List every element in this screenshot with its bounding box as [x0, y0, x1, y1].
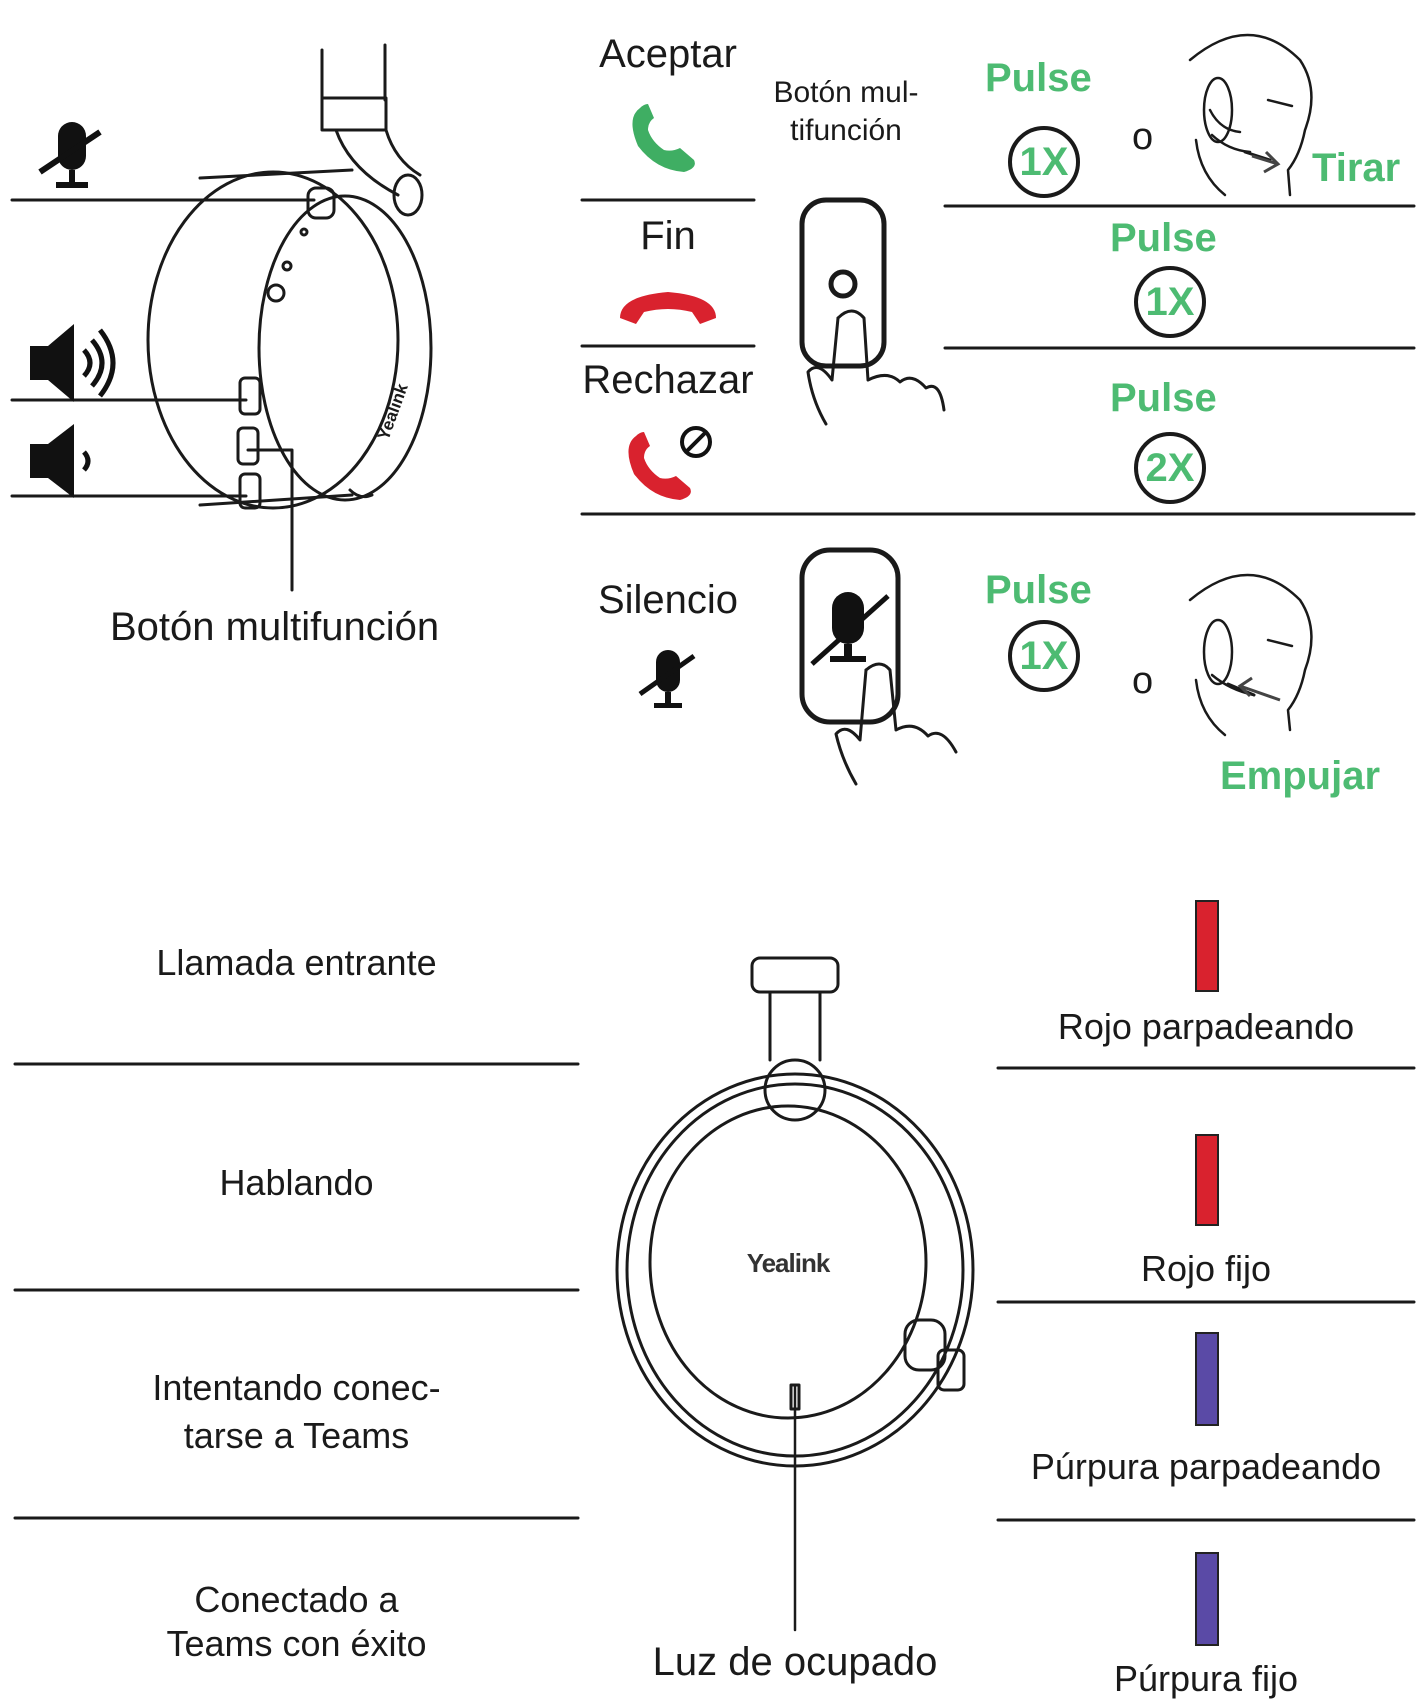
accept-count-badge: 1X	[1008, 126, 1080, 198]
light-purple-solid-label: Púrpura fijo	[1113, 1658, 1299, 1699]
mute-button-press-illustration	[799, 547, 958, 786]
state-talking: Hablando	[219, 1162, 374, 1203]
headset-side-illustration	[146, 43, 433, 510]
multifunction-button-caption: Botón mul- tifunción	[773, 76, 919, 147]
mute-mic-icon	[38, 122, 102, 188]
button-mute-mic-icon	[810, 592, 890, 666]
end-press-label: Pulse	[1110, 216, 1217, 260]
busy-light-label: Luz de ocupado	[652, 1640, 938, 1684]
push-arrow-icon	[1237, 676, 1281, 702]
light-purple-blinking-label: Púrpura parpadeando	[1030, 1446, 1382, 1487]
state-connecting-teams: Intentando conec- tarse a Teams	[152, 1367, 441, 1456]
light-purple-blinking-swatch	[1195, 1332, 1219, 1426]
end-count-badge: 1X	[1134, 266, 1206, 338]
accept-press-label: Pulse	[985, 56, 1092, 100]
accept-label: Aceptar	[599, 32, 737, 76]
end-label: Fin	[640, 214, 696, 258]
light-red-blinking-swatch	[1195, 900, 1219, 992]
reject-call-icon	[628, 426, 712, 500]
head-profile-push	[1188, 573, 1313, 737]
pull-arrow-icon	[1251, 150, 1281, 174]
light-purple-solid-swatch	[1195, 1552, 1219, 1646]
accept-pull-label: Tirar	[1312, 146, 1401, 190]
multifunction-button-label: Botón multifunción	[110, 605, 440, 649]
volume-down-icon	[30, 424, 91, 498]
brand-logo: Yealink	[746, 1248, 831, 1278]
state-connected-teams: Conectado a Teams con éxito	[166, 1579, 427, 1664]
mute-press-label: Pulse	[985, 568, 1092, 612]
mute-or-label: o	[1132, 660, 1154, 702]
mute-action-mic-icon	[638, 650, 696, 708]
volume-up-icon	[30, 324, 116, 402]
accept-call-icon	[632, 104, 695, 172]
earcup-front-illustration	[615, 956, 975, 1632]
state-incoming-call: Llamada entrante	[156, 942, 437, 983]
end-call-icon	[620, 292, 716, 324]
light-red-solid-label: Rojo fijo	[1140, 1248, 1272, 1289]
accept-or-label: o	[1132, 116, 1154, 158]
light-red-solid-swatch	[1195, 1134, 1219, 1226]
button-press-illustration	[799, 197, 946, 426]
mute-label: Silencio	[597, 578, 739, 622]
mute-count-badge: 1X	[1008, 620, 1080, 692]
mute-push-label: Empujar	[1220, 754, 1381, 798]
reject-press-label: Pulse	[1110, 376, 1217, 420]
head-profile-pull	[1188, 33, 1313, 197]
light-red-blinking-label: Rojo parpadeando	[1057, 1006, 1355, 1047]
reject-count-badge: 2X	[1134, 432, 1206, 504]
reject-label: Rechazar	[582, 358, 754, 402]
